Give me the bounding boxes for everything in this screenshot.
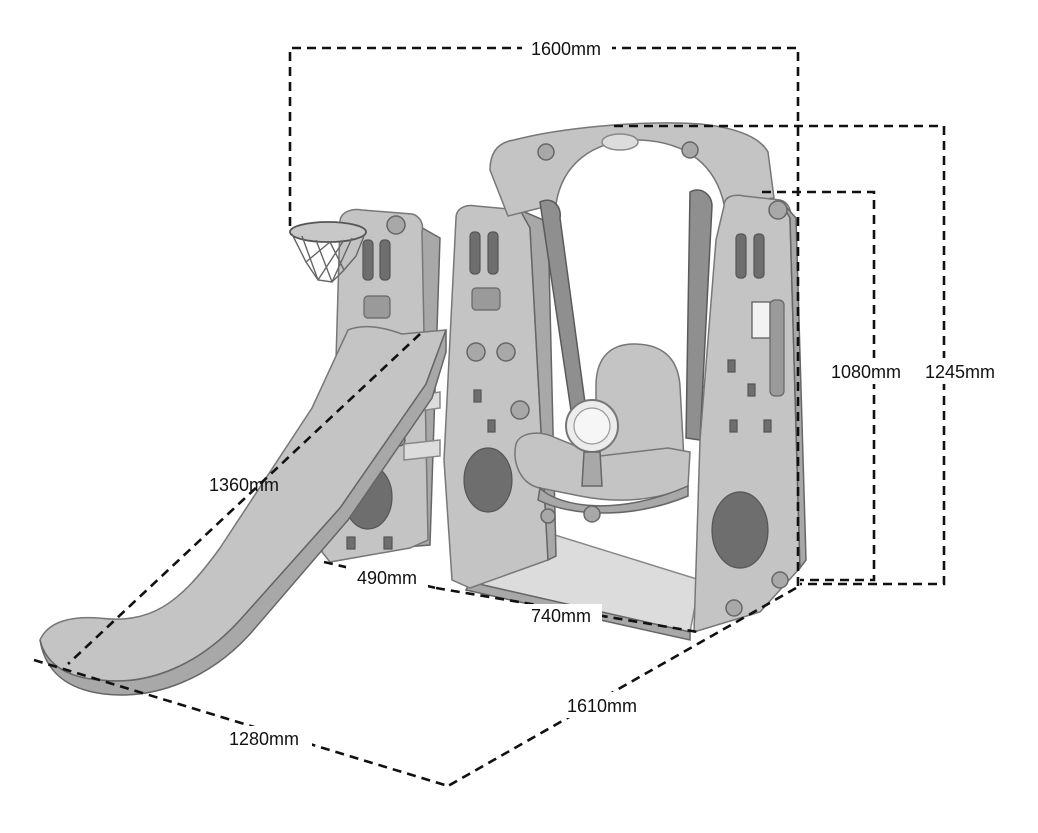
swing-seat	[514, 343, 691, 523]
slide-tower-slot-left	[362, 239, 374, 281]
slide-step-2	[403, 439, 441, 461]
swing-left-round-hole	[463, 447, 513, 513]
label-footprint-right: 1610mm	[567, 696, 637, 716]
label-bg-depth-swing	[520, 604, 602, 628]
swing-left-frame	[443, 204, 557, 589]
label-height-swing: 1080mm	[831, 362, 901, 382]
swing-right-slot-1	[735, 233, 747, 279]
seat-steering-column	[581, 451, 603, 487]
label-slide-length: 1360mm	[209, 475, 279, 495]
slide	[39, 325, 448, 696]
label-bg-depth-slide-tower	[346, 566, 428, 590]
dimension-lines	[33, 46, 946, 788]
slide-side-rail	[39, 329, 447, 696]
arch-body	[489, 122, 775, 217]
swing-left-peg-2	[496, 342, 516, 362]
dim-line-slide-length	[67, 333, 421, 665]
dim-line-height-swing	[762, 190, 876, 582]
swing-right-foot-bolt-1	[771, 571, 789, 589]
label-bg-height-swing	[822, 358, 914, 384]
slide-tower-slot-right	[379, 239, 391, 281]
seat-front-edge	[537, 484, 689, 514]
playset-illustration	[39, 122, 807, 696]
swing-right-sq-2	[747, 383, 756, 397]
hoop-rim	[289, 221, 367, 243]
swing-right-sq-1	[727, 359, 736, 373]
label-depth-swing: 740mm	[531, 606, 591, 626]
seat-bottom-knob	[583, 505, 601, 523]
swing-right-sq-3	[729, 419, 738, 433]
swing-left-slot-1	[469, 231, 481, 275]
swing-arm-right	[685, 189, 713, 441]
swing-left-sq-1	[473, 389, 482, 403]
seat-front-tray	[514, 432, 691, 501]
swing-right-frame	[693, 194, 807, 634]
swing-left-window	[471, 287, 501, 311]
swing-arch	[489, 122, 775, 217]
label-bg-width-top	[522, 36, 612, 60]
arch-decor-right	[681, 141, 699, 159]
slide-tower-window	[363, 295, 391, 319]
swing-right-top-bolt	[768, 200, 788, 220]
seat-steering-wheel-center	[573, 407, 611, 445]
swing-left-foot-bolt	[540, 508, 556, 524]
swing-right-sq-4	[763, 419, 772, 433]
swing-left-peg-3	[510, 400, 530, 420]
swing-right-brand-label	[751, 301, 771, 339]
dim-line-footprint-right	[447, 586, 797, 788]
label-bg-height-total	[916, 358, 1004, 384]
label-bg-footprint-right	[556, 692, 648, 718]
arch-decor-left	[537, 143, 555, 161]
swing-right-panel-side	[779, 199, 807, 571]
slide-tower-bolt	[386, 215, 406, 235]
arch-top-oval	[601, 133, 639, 151]
label-height-total: 1245mm	[925, 362, 995, 382]
swing-left-sq-2	[487, 419, 496, 433]
swing-right-foot-bolt-2	[725, 599, 743, 617]
slide-tower-square-hole-1	[346, 536, 356, 550]
label-footprint-left: 1280mm	[229, 729, 299, 749]
slide-tower-square-hole-2	[383, 536, 393, 550]
label-bg-footprint-left	[220, 726, 312, 752]
swing-right-window	[769, 299, 785, 397]
dim-line-footprint-left	[33, 658, 449, 788]
swing-left-peg-1	[466, 342, 486, 362]
label-depth-slide-tower: 490mm	[357, 568, 417, 588]
basketball-hoop	[289, 221, 367, 283]
hoop-net-mesh	[301, 235, 353, 283]
dimension-labels: 1600mm 1080mm 1245mm 1360mm 490mm 740mm …	[209, 36, 1004, 752]
swing-right-round-hole	[711, 491, 769, 569]
swing-right-slot-2	[753, 233, 765, 279]
swing-left-slot-2	[487, 231, 499, 275]
label-width-top: 1600mm	[531, 39, 601, 59]
dim-line-height-total	[614, 124, 946, 586]
